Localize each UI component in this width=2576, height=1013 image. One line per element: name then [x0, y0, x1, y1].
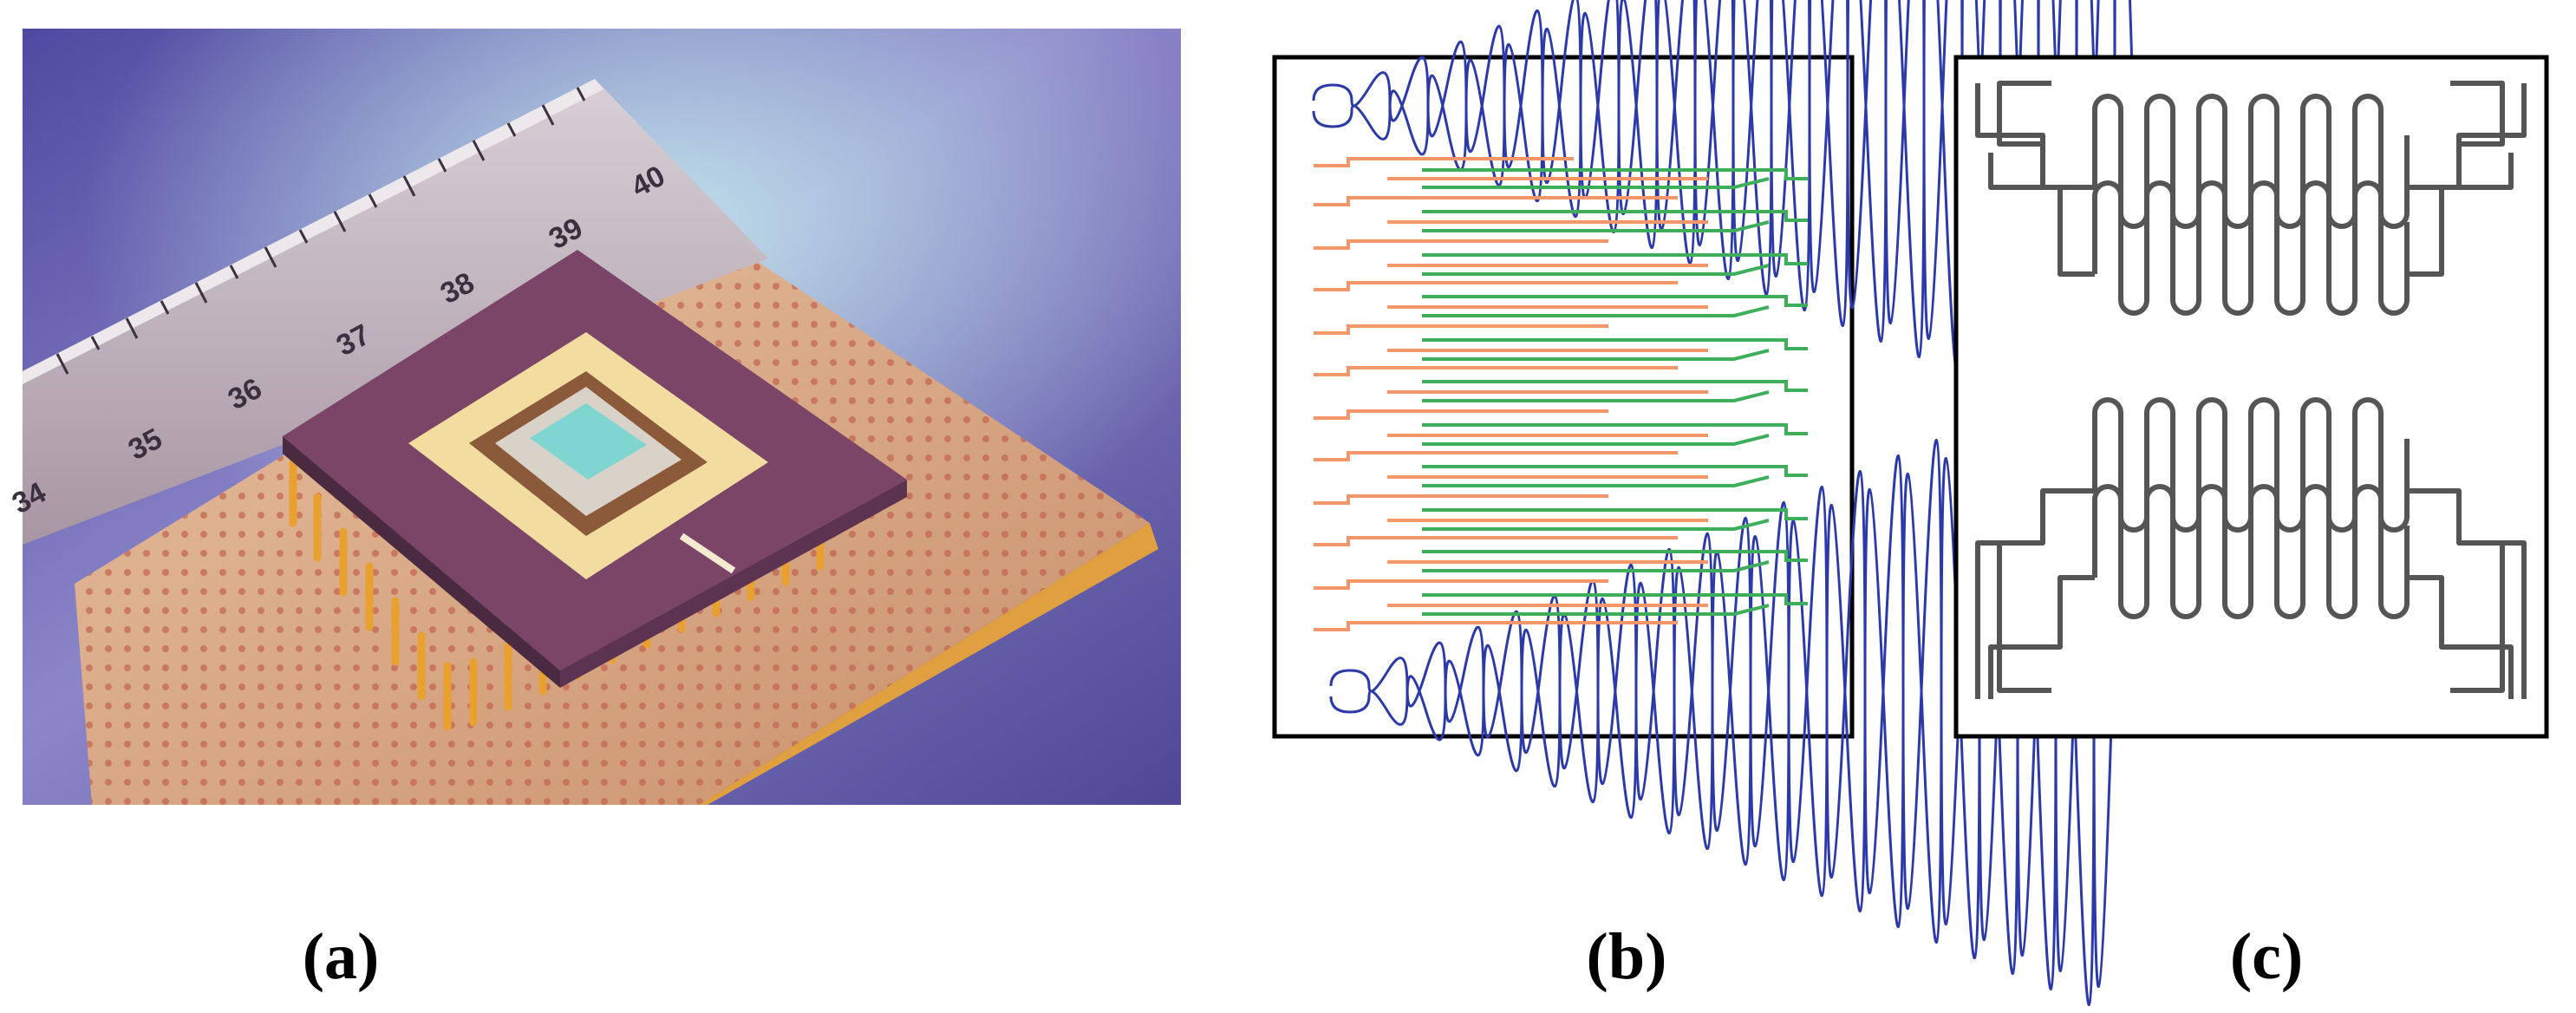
caption-b: (b) — [1586, 920, 1667, 993]
channel-layout-b — [1272, 0, 2136, 1006]
caption-c: (c) — [2229, 920, 2304, 993]
serpentine-channels — [1975, 81, 2527, 699]
ruler: 34 35 36 37 38 39 40 — [7, 79, 768, 545]
chip-package — [283, 250, 907, 731]
caption-a: (a) — [302, 920, 380, 993]
chip-photo: 34 35 36 37 38 39 40 — [7, 29, 1181, 805]
channel-layout-c — [1953, 55, 2549, 739]
parallel-channels — [1314, 157, 1808, 631]
